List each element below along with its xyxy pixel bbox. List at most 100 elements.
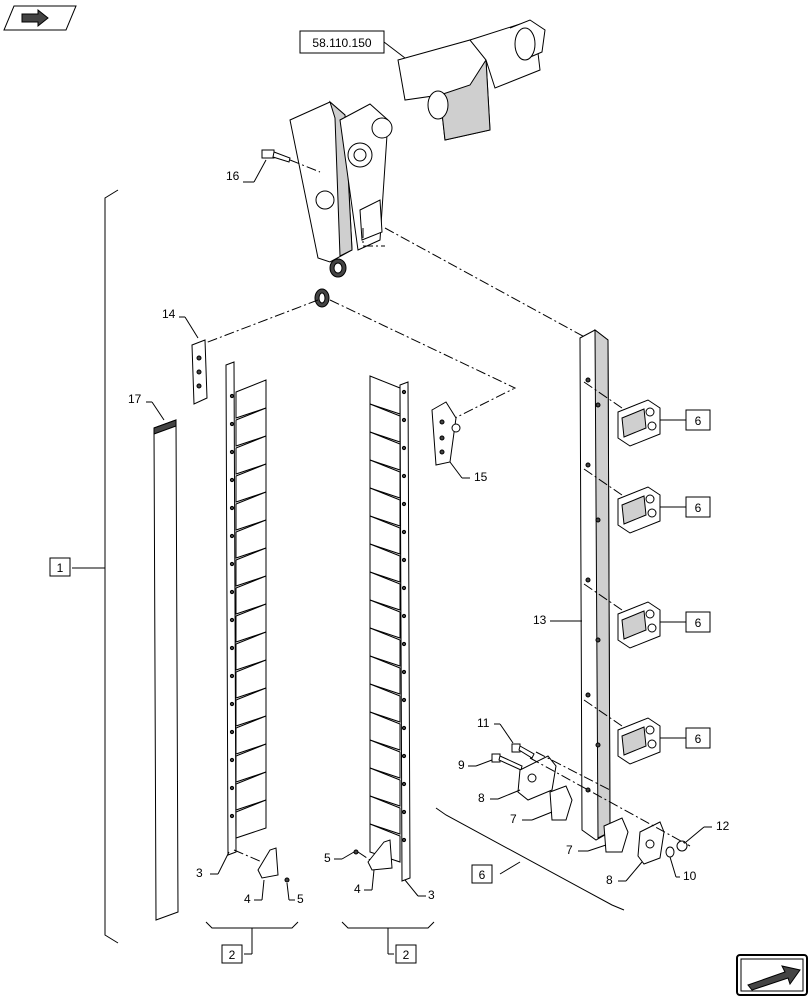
callout-9[interactable]: 9 [458, 758, 465, 772]
clamp-slot [621, 495, 647, 525]
group-6-bracket [435, 807, 625, 911]
reference-code[interactable]: 58.110.150 [312, 36, 371, 50]
callout-7-top[interactable]: 7 [510, 812, 517, 826]
callout-6[interactable]: 6 [695, 501, 702, 515]
assembly-line [583, 583, 623, 611]
callout-box-6 [685, 496, 711, 518]
callout-box-6 [685, 409, 711, 431]
rivet-hole [229, 757, 235, 763]
rivet-hole [229, 589, 235, 595]
clamp-slot [621, 726, 647, 756]
knife-back-13 [579, 328, 611, 841]
clamp-slot [621, 408, 647, 438]
rivet-hole [229, 533, 235, 539]
rivet-hole [401, 529, 407, 535]
section-4-right [353, 839, 393, 871]
rivet-hole [401, 837, 407, 843]
callout-box-6-bottom [471, 864, 493, 884]
clamp-bolt [645, 725, 655, 735]
rivet-hole [229, 701, 235, 707]
knife-section [235, 799, 267, 839]
callout-12[interactable]: 12 [716, 819, 730, 833]
callout-8-bottom[interactable]: 8 [606, 873, 613, 887]
callout-11[interactable]: 11 [477, 716, 490, 730]
callout-17[interactable]: 17 [128, 392, 142, 406]
book-arrow-icon[interactable] [3, 5, 77, 31]
clamp-bolt [647, 508, 657, 518]
rivet-hole [401, 557, 407, 563]
rivet-hole [229, 449, 235, 455]
nut-10 [665, 846, 675, 858]
callout-13[interactable]: 13 [533, 613, 547, 627]
callout-6[interactable]: 6 [695, 414, 702, 428]
clamp-bolt [647, 623, 657, 633]
rivet-hole [401, 669, 407, 675]
callout-3-right[interactable]: 3 [428, 888, 435, 902]
rivet-hole [401, 585, 407, 591]
callout-5-left[interactable]: 5 [297, 892, 304, 906]
bolt-16 [261, 149, 321, 173]
rivet-hole [401, 473, 407, 479]
callout-box-2-left [221, 944, 243, 964]
rivet-hole [229, 477, 235, 483]
section-4-left [233, 847, 290, 883]
callout-box-6 [685, 727, 711, 749]
clamp-bolt [647, 421, 657, 431]
plate-8-bottom [637, 821, 665, 865]
callout-1[interactable]: 1 [57, 561, 64, 575]
plate-14 [191, 339, 208, 405]
group-2-bracket-right [341, 921, 435, 929]
next-page-arrow-icon[interactable] [736, 954, 808, 996]
callout-6[interactable]: 6 [695, 732, 702, 746]
knife-assembly-left [225, 361, 267, 856]
clamp-bolt [645, 407, 655, 417]
callout-4-left[interactable]: 4 [244, 892, 251, 906]
drive-gearbox [289, 19, 546, 308]
rivet-hole [229, 421, 235, 427]
guide-clamps: 6 6 6 6 [583, 381, 711, 765]
rivet-hole [229, 673, 235, 679]
callout-15[interactable]: 15 [474, 470, 488, 484]
rivet-hole [229, 785, 235, 791]
callout-4-right[interactable]: 4 [354, 882, 361, 896]
callout-box-1 [49, 557, 71, 577]
knife-assembly-right [369, 375, 411, 882]
rivet-hole [401, 697, 407, 703]
callout-8-top[interactable]: 8 [478, 791, 485, 805]
rivet-hole [229, 617, 235, 623]
callout-6-bottom[interactable]: 6 [479, 868, 486, 882]
strip-17 [153, 419, 179, 921]
rivet-hole [229, 505, 235, 511]
nut-12 [676, 840, 688, 852]
rivet-hole [401, 613, 407, 619]
rivet-hole [401, 809, 407, 815]
callout-16[interactable]: 16 [226, 169, 240, 183]
callout-5-right[interactable]: 5 [324, 851, 331, 865]
callout-2-left[interactable]: 2 [229, 948, 236, 962]
rivet-hole [401, 781, 407, 787]
assembly-line [583, 699, 623, 727]
spacer-7-top [549, 785, 573, 821]
rivet-hole [401, 641, 407, 647]
callout-2-right[interactable]: 2 [403, 948, 410, 962]
callout-3-left[interactable]: 3 [196, 866, 203, 880]
fastener-9 [491, 753, 523, 771]
fastener-11 [511, 743, 535, 759]
rivet-hole [229, 645, 235, 651]
callout-14[interactable]: 14 [162, 307, 176, 321]
clamp-bolt [647, 739, 657, 749]
callout-7-bottom[interactable]: 7 [566, 843, 573, 857]
rivet-hole [229, 393, 235, 399]
rivet-hole [401, 753, 407, 759]
rivet-hole [401, 501, 407, 507]
rivet-hole [229, 729, 235, 735]
rivet-hole [401, 389, 407, 395]
group-2-bracket-left [205, 921, 299, 929]
callout-10[interactable]: 10 [683, 869, 697, 883]
rivet-hole [229, 813, 235, 819]
clamp-bolt [645, 609, 655, 619]
callout-box-6 [685, 611, 711, 633]
assembly-line [583, 468, 623, 496]
callout-6[interactable]: 6 [695, 616, 702, 630]
